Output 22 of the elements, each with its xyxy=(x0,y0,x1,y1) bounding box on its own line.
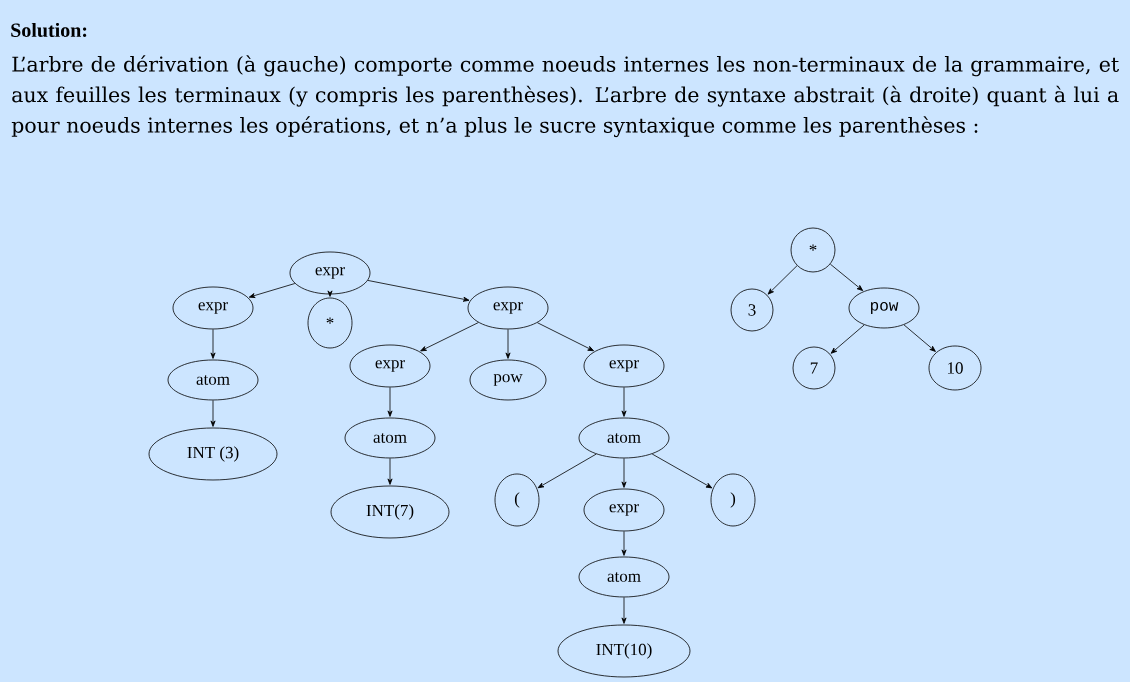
arrow xyxy=(767,265,798,295)
arrow xyxy=(621,458,627,488)
arrow xyxy=(420,322,479,352)
paragraph: L’arbre de dérivation (à gauche) comporte comme noeuds internes les non-terminaux de la grammaire, et aux feuilles les terminaux (y compris les parenthèses). L’arbre de syntaxe abstrait (à droite) quant à lui a pour noeuds internes les opérations, et n’a plus le sucre syntaxique comme les parenthèses : xyxy=(11,55,1119,138)
arrow xyxy=(621,531,627,556)
arrow xyxy=(903,324,936,352)
arrow xyxy=(651,453,713,489)
arrow xyxy=(505,329,511,359)
arrow xyxy=(210,329,216,359)
arrow xyxy=(248,283,296,298)
arrow xyxy=(327,290,333,297)
arrow xyxy=(621,387,627,417)
arrow xyxy=(387,387,393,417)
arrow xyxy=(537,453,597,489)
heading: Solution: xyxy=(11,22,87,38)
arrow xyxy=(830,324,865,354)
arrow xyxy=(210,400,216,427)
arrow xyxy=(829,263,864,291)
arrow xyxy=(621,597,627,624)
arrow xyxy=(537,322,594,352)
arrow xyxy=(367,280,470,302)
arrow xyxy=(387,458,393,485)
